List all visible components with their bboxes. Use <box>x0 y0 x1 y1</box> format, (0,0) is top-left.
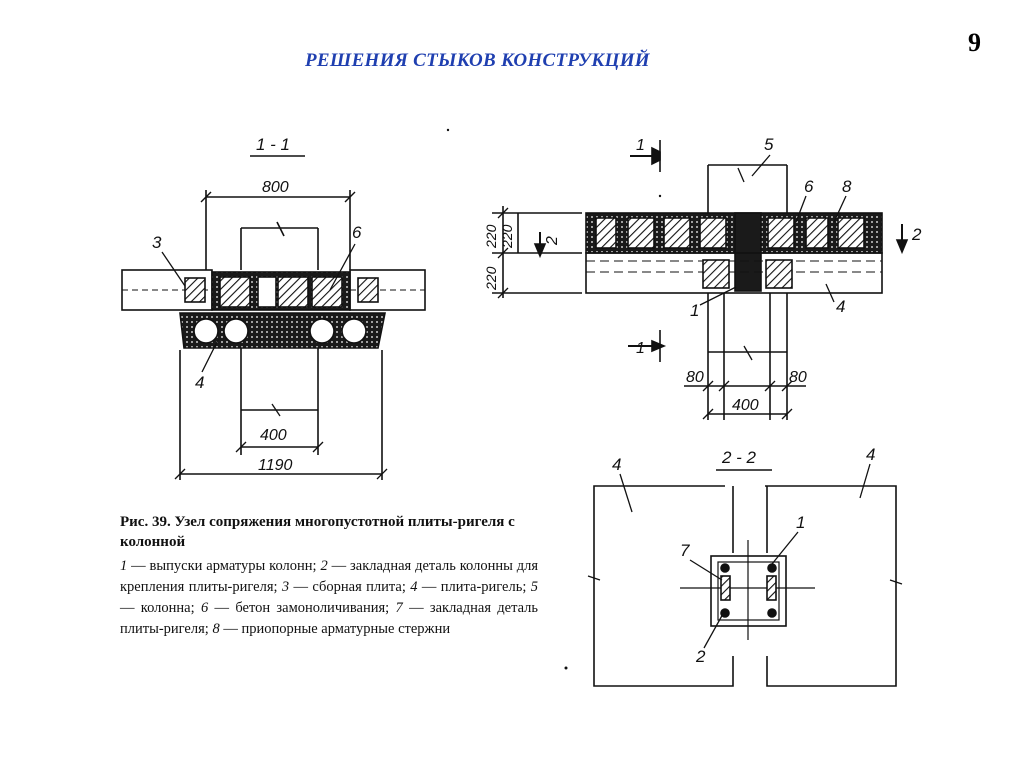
legend-entry: 5 — колонна; <box>120 579 538 616</box>
callout-6-elev: 6 <box>804 177 814 196</box>
callout-4-right: 4 <box>866 445 875 464</box>
legend-text: — сборная плита; <box>293 579 406 595</box>
legend-text: — колонна; <box>120 600 195 616</box>
legend-num: 8 <box>212 621 220 637</box>
dim-80-left: 80 <box>686 369 704 386</box>
dim-220-b: 220 <box>499 224 515 249</box>
section-1-1: 1 - 1 800 3 <box>121 135 426 480</box>
section-mark-2-left: 2 <box>544 236 561 246</box>
callout-2: 2 <box>695 647 706 666</box>
dim-1190: 1190 <box>258 457 293 474</box>
section-2-2: 2 - 2 4 4 1 7 2 <box>446 128 903 687</box>
callout-4: 4 <box>195 373 204 392</box>
legend-text: — плита-ригель; <box>421 579 527 595</box>
slide-title: РЕШЕНИЯ СТЫКОВ КОНСТРУКЦИЙ <box>305 50 650 71</box>
callout-5: 5 <box>764 135 774 154</box>
dim-400-right: 400 <box>732 397 759 414</box>
legend-text: — приопорные арматурные стержни <box>223 621 451 637</box>
callout-6: 6 <box>352 223 362 242</box>
section-1-1-label: 1 - 1 <box>256 135 290 154</box>
dim-80-right: 80 <box>789 369 807 386</box>
legend-entry: 6 — бетон замоноличивания; <box>201 600 389 616</box>
dim-220-a: 220 <box>483 224 499 249</box>
legend-text: — выпуски арматуры колонн; <box>131 558 317 574</box>
caption-legend: 1 — выпуски арматуры колонн; 2 — закладн… <box>120 556 538 640</box>
section-mark-1-top: 1 <box>636 137 645 154</box>
legend-text: — закладная деталь колонны для крепления… <box>120 558 539 595</box>
callout-8: 8 <box>842 177 852 196</box>
legend-num: 6 <box>200 600 209 616</box>
section-2-2-label: 2 - 2 <box>721 448 757 467</box>
legend-entry: 2 — закладная деталь колонны для креплен… <box>120 558 538 595</box>
callout-1-elev: 1 <box>690 301 699 320</box>
legend-entry: 3 — сборная плита; <box>282 579 406 595</box>
legend-entry: 8 — приопорные арматурные стержни <box>212 621 450 637</box>
dim-400-left: 400 <box>260 427 287 444</box>
section-mark-1-bottom: 1 <box>636 340 645 357</box>
caption-title: Рис. 39. Узел сопряжения многопустотной … <box>120 514 515 550</box>
dim-220-c: 220 <box>483 266 499 291</box>
legend-entry: 4 — плита-ригель; <box>410 579 526 595</box>
callout-4-elev: 4 <box>836 297 845 316</box>
legend-num: 2 <box>320 558 328 574</box>
legend-entry: 7 — закладная деталь плиты-ригеля; <box>120 600 538 637</box>
legend-text: — закладная деталь плиты-ригеля; <box>120 600 539 637</box>
callout-3: 3 <box>152 233 162 252</box>
figure-caption: Рис. 39. Узел сопряжения многопустотной … <box>120 512 538 640</box>
section-mark-2-right: 2 <box>911 225 922 244</box>
callout-4-left: 4 <box>612 455 621 474</box>
elevation-view: 5 6 8 1 4 <box>483 135 922 420</box>
legend-num: 4 <box>410 579 418 595</box>
page-number: 9 <box>968 28 981 57</box>
dim-800: 800 <box>262 179 289 196</box>
legend-num: 3 <box>281 579 290 595</box>
callout-7: 7 <box>680 541 690 560</box>
callout-1: 1 <box>796 513 805 532</box>
legend-num: 5 <box>530 579 538 595</box>
legend-text: — бетон замоноличивания; <box>214 600 390 616</box>
legend-entry: 1 — выпуски арматуры колонн; <box>120 558 317 574</box>
legend-num: 1 <box>120 558 128 574</box>
legend-num: 7 <box>395 600 403 616</box>
